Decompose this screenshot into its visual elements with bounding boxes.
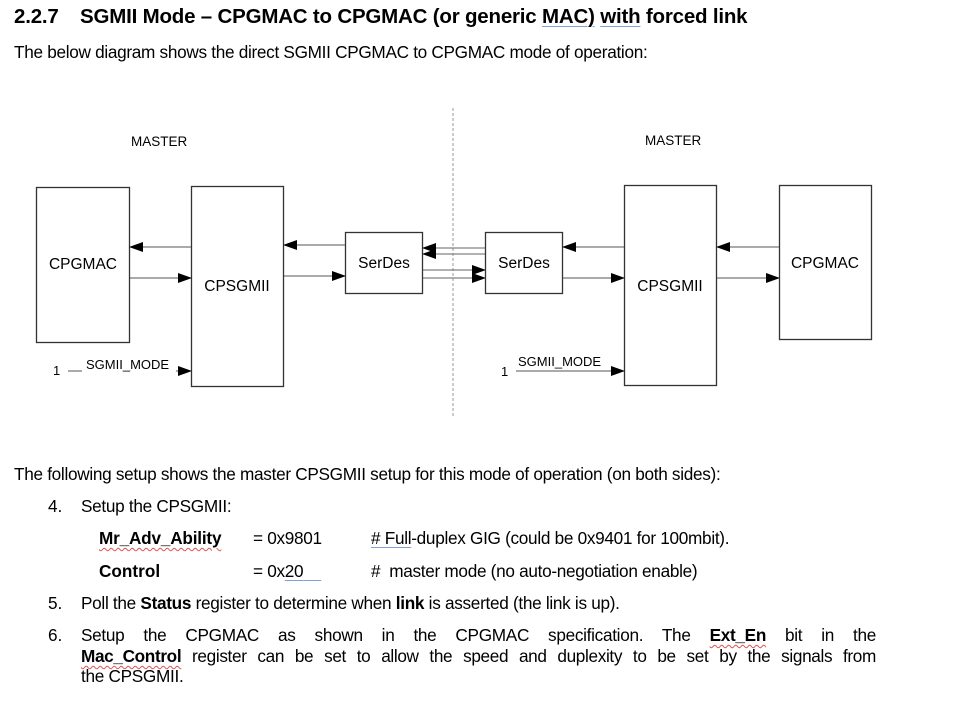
register-mr-adv-ability-comment: # Full-duplex GIG (could be 0x9401 for 1…: [371, 528, 730, 549]
control-value-pad: [303, 561, 321, 581]
heading-text-mac: MAC): [542, 5, 595, 28]
control-value-digits: 20: [285, 561, 321, 581]
right-serdes-box: [484, 231, 564, 295]
heading-text-with: with: [600, 5, 641, 28]
step-6-line-2-post: register can be set to allow the speed a…: [181, 646, 876, 666]
section-number: 2.2.7: [14, 5, 59, 28]
sgmii-block-diagram: MASTER CPGMAC CPSGMII SerDes 1 SGMII_MOD…: [35, 108, 873, 418]
step-5-part-2: register to determine when: [191, 593, 396, 613]
step-5-status-term: Status: [140, 593, 192, 613]
right-serdes-label: SerDes: [498, 255, 550, 272]
right-cpgmac-label: CPGMAC: [791, 255, 859, 272]
step-6-line-1: Setup the CPGMAC as shown in the CPGMAC …: [81, 625, 876, 646]
right-cpgmac-box: [778, 184, 873, 341]
right-master-label: MASTER: [645, 133, 702, 148]
heading-text-post: forced link: [640, 5, 748, 28]
section-heading: 2.2.7 SGMII Mode – CPGMAC to CPGMAC (or g…: [14, 5, 748, 29]
step-6-line-2: Mac_Control register can be set to allow…: [81, 646, 876, 667]
intro-paragraph: The below diagram shows the direct SGMII…: [14, 42, 648, 62]
register-control-value: = 0x20: [253, 561, 321, 582]
comment-rest: -duplex GIG (could be 0x9401 for 100mbit…: [411, 528, 730, 548]
register-control-comment: # master mode (no auto-negotiation enabl…: [371, 561, 698, 581]
left-cpgmac-box: [35, 186, 131, 344]
step-5-text: Poll the Status register to determine wh…: [81, 593, 620, 614]
register-mr-adv-ability-name: Mr_Adv_Ability: [99, 528, 222, 548]
comment-full: Full: [380, 528, 412, 548]
step-6-line-3: the CPSGMII.: [81, 666, 184, 686]
right-cpsgmii-label: CPSGMII: [637, 278, 702, 295]
left-cpsgmii-label: CPSGMII: [204, 278, 269, 295]
control-value-prefix: = 0x: [253, 561, 285, 581]
left-cpsgmii-box: [190, 185, 285, 388]
comment-hash: #: [371, 528, 381, 548]
left-master-label: MASTER: [131, 134, 188, 149]
step-5-number: 5.: [48, 593, 63, 613]
left-mode-signal: SGMII_MODE: [86, 357, 169, 372]
right-cpsgmii-box: [623, 184, 718, 387]
left-serdes-box: [344, 231, 424, 295]
step-6-ext-en-term: Ext_En: [709, 625, 767, 645]
step-5-part-1: Poll the: [81, 593, 141, 613]
step-6-line-1-pre: Setup the CPGMAC as shown in the CPGMAC …: [81, 625, 710, 645]
step-6-mac-control-term: Mac_Control: [81, 646, 182, 666]
step-5-link-term: link: [395, 593, 425, 613]
left-serdes-label: SerDes: [358, 255, 410, 272]
step-4-text: Setup the CPSGMII:: [81, 496, 232, 516]
step-4-number: 4.: [48, 496, 63, 516]
right-mode-signal: SGMII_MODE: [518, 354, 601, 369]
setup-intro: The following setup shows the master CPS…: [14, 464, 721, 484]
left-mode-value: 1: [53, 363, 60, 378]
register-mr-adv-ability-value: = 0x9801: [253, 528, 322, 548]
register-control-name: Control: [99, 561, 161, 581]
step-5-part-3: is asserted (the link is up).: [424, 593, 620, 613]
left-cpgmac-label: CPGMAC: [49, 256, 117, 273]
right-mode-value: 1: [501, 364, 508, 379]
control-value-hex: 20: [284, 561, 304, 581]
step-6-line-1-post: bit in the: [766, 625, 876, 645]
heading-text-pre: SGMII Mode – CPGMAC to CPGMAC (or generi…: [80, 5, 542, 28]
step-6-number: 6.: [48, 625, 63, 645]
